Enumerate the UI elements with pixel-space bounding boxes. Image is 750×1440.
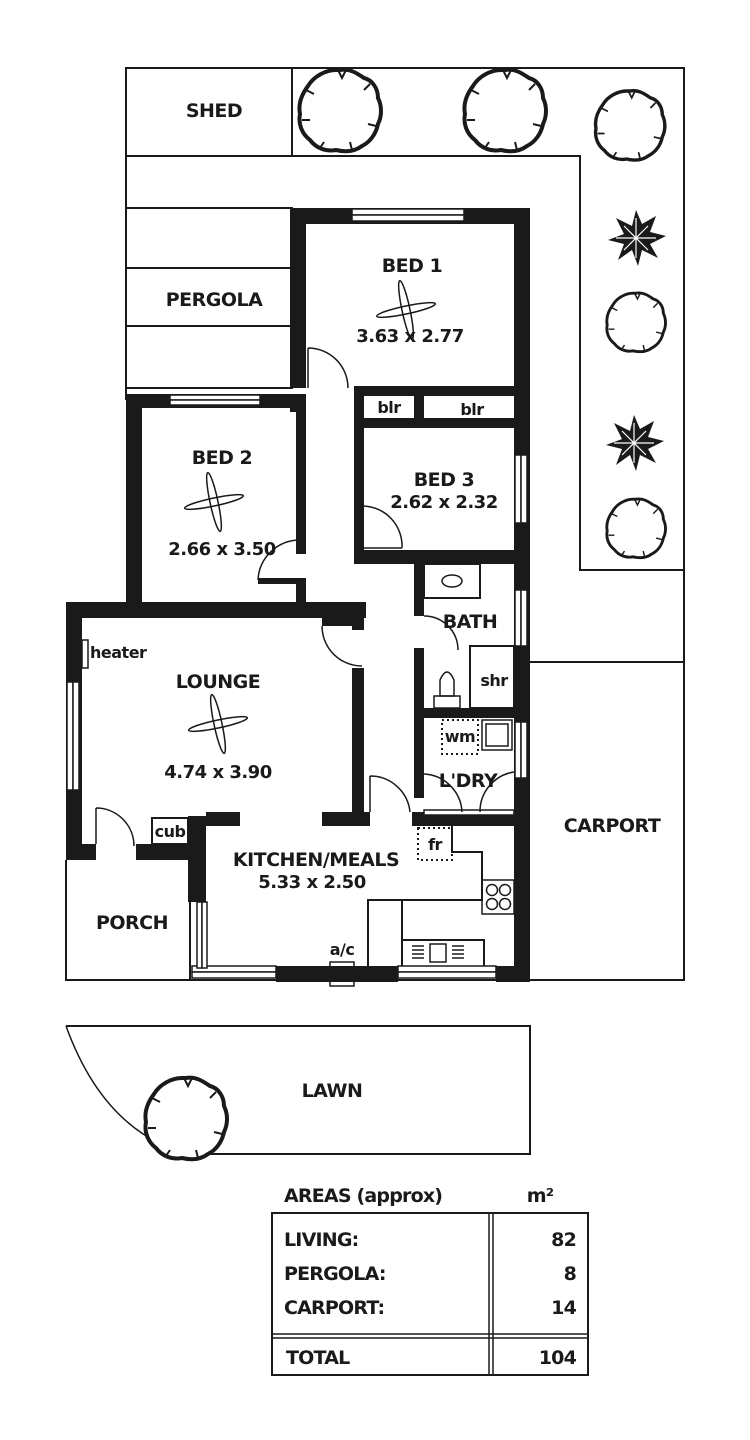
room-label-laundry: L'DRY xyxy=(439,770,498,792)
area-total-value: 104 xyxy=(539,1347,577,1369)
room-label-bed3: BED 3 xyxy=(414,469,475,491)
room-label-shed: SHED xyxy=(186,100,242,122)
room-dims-kitchen: 5.33 x 2.50 xyxy=(258,872,365,893)
shrub-icon xyxy=(605,414,665,472)
room-label-bed1: BED 1 xyxy=(382,255,443,277)
lawn-label: LAWN xyxy=(302,1080,363,1102)
shower-label: shr xyxy=(480,671,508,690)
washing-machine-label: wm xyxy=(445,727,475,746)
boiler-label: blr xyxy=(377,398,401,417)
ceiling-fan-icon xyxy=(183,471,245,533)
room-dims-bed1: 3.63 x 2.77 xyxy=(356,326,463,347)
areas-unit: m² xyxy=(527,1185,554,1207)
area-row-label: PERGOLA: xyxy=(284,1263,386,1285)
room-label-bed2: BED 2 xyxy=(192,447,253,469)
room-label-carport: CARPORT xyxy=(564,815,661,837)
room-dims-bed3: 2.62 x 2.32 xyxy=(390,492,497,513)
doors xyxy=(95,347,515,847)
areas-table: AREAS (approx) m² LIVING: 82 PERGOLA: 8 … xyxy=(271,1185,589,1376)
tree-icon xyxy=(605,497,667,560)
tree-icon xyxy=(593,88,667,162)
shrub-icon xyxy=(607,209,667,267)
ceiling-fan-icon xyxy=(187,693,249,755)
area-row-value: 82 xyxy=(551,1229,576,1251)
fridge-label: fr xyxy=(428,835,442,854)
tree-icon xyxy=(297,67,383,154)
room-label-bath: BATH xyxy=(443,611,498,633)
shed xyxy=(125,67,293,157)
tree-icon xyxy=(605,291,667,354)
walls xyxy=(66,208,530,987)
air-conditioner-label: a/c xyxy=(330,940,355,959)
room-dims-lounge: 4.74 x 3.90 xyxy=(164,762,271,783)
area-row-label: LIVING: xyxy=(284,1229,358,1251)
areas-title: AREAS (approx) xyxy=(284,1185,442,1207)
room-label-lounge: LOUNGE xyxy=(176,671,261,693)
area-row-value: 14 xyxy=(551,1297,576,1319)
area-total-label: TOTAL xyxy=(286,1347,350,1369)
tree-icon xyxy=(143,1075,230,1162)
room-dims-bed2: 2.66 x 3.50 xyxy=(168,539,275,560)
area-row-value: 8 xyxy=(564,1263,577,1285)
room-label-porch: PORCH xyxy=(96,912,168,934)
room-label-pergola: PERGOLA xyxy=(166,289,263,311)
heater-label: heater xyxy=(90,643,147,662)
boiler-label: blr xyxy=(460,400,484,419)
lawn xyxy=(65,1025,531,1155)
cupboard-label: cub xyxy=(155,822,186,841)
room-label-kitchen: KITCHEN/MEALS xyxy=(233,849,399,871)
tree-icon xyxy=(462,67,548,154)
area-row-label: CARPORT: xyxy=(284,1297,384,1319)
